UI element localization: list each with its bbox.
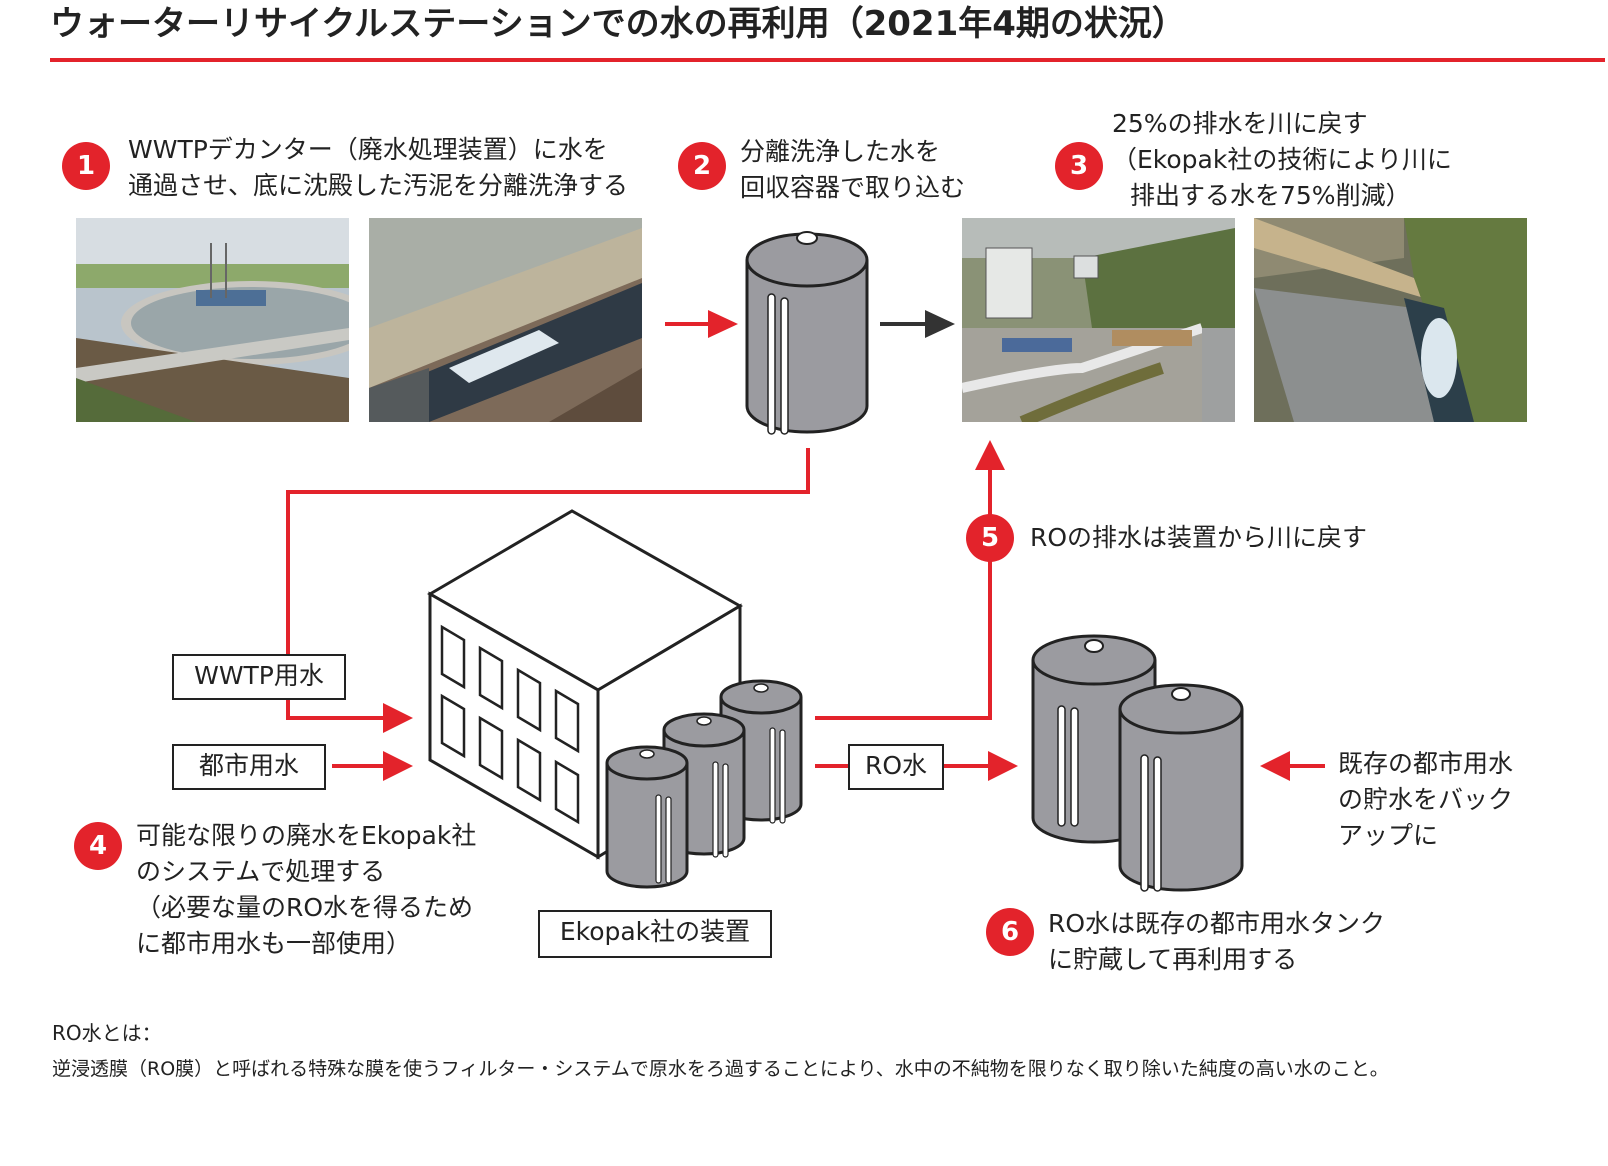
step-6-line: RO水は既存の都市用水タンク xyxy=(1048,909,1386,938)
backup-line: アップに xyxy=(1338,821,1439,850)
backup-line: 既存の都市用水 xyxy=(1338,749,1514,778)
step-3-line: （Ekopak社の技術により川に xyxy=(1112,145,1452,174)
arrow-to-collection-tank xyxy=(665,310,738,338)
step-3-line: 25%の排水を川に戻す xyxy=(1112,109,1368,138)
step-3-line: 排出する水を75%削減） xyxy=(1130,181,1411,210)
ekopak-equipment-label: Ekopak社の装置 xyxy=(538,910,772,958)
decanter-channel-photo xyxy=(369,218,642,422)
city-water-tank-icon xyxy=(1118,683,1244,892)
step-4-line: に都市用水も一部使用） xyxy=(136,929,412,958)
river-channel-photo xyxy=(1254,218,1527,422)
step-2-badge: 2 xyxy=(678,142,726,190)
step-6-text: RO水は既存の都市用水タンク に貯蔵して再利用する xyxy=(1048,906,1385,978)
ro-drain-flow-line xyxy=(815,440,1005,720)
city-water-flow-arrow xyxy=(332,751,413,781)
step-4-line: のシステムで処理する xyxy=(136,857,386,886)
footnote-heading: RO水とは： xyxy=(52,1021,162,1045)
step-3-text: 25%の排水を川に戻す （Ekopak社の技術により川に 排出する水を75%削減… xyxy=(1112,106,1452,214)
step-1-badge: 1 xyxy=(62,142,110,190)
step-4-line: （必要な量のRO水を得るため xyxy=(136,893,474,922)
step-4-badge: 4 xyxy=(74,822,122,870)
ekopak-small-tank-icon xyxy=(605,745,689,889)
backup-line: の貯水をバック xyxy=(1338,785,1514,814)
step-1-line: WWTPデカンター（廃水処理装置）に水を xyxy=(128,135,608,164)
step-4-text: 可能な限りの廃水をEkopak社 のシステムで処理する （必要な量のRO水を得る… xyxy=(136,818,476,962)
city-water-label: 都市用水 xyxy=(172,744,326,790)
step-6-line: に貯蔵して再利用する xyxy=(1048,945,1298,974)
step-1-line: 通過させ、底に沈殿した汚泥を分離洗浄する xyxy=(128,171,629,200)
step-5-line: ROの排水は装置から川に戻す xyxy=(1030,523,1368,552)
step-5-text: ROの排水は装置から川に戻す xyxy=(1030,520,1367,556)
step-1-text: WWTPデカンター（廃水処理装置）に水を 通過させ、底に沈殿した汚泥を分離洗浄す… xyxy=(128,132,628,204)
sedimentation-tank-photo xyxy=(76,218,349,422)
ro-water-label: RO水 xyxy=(848,744,944,790)
wwtp-water-flow-line xyxy=(286,448,810,733)
step-2-line: 回収容器で取り込む xyxy=(740,173,966,202)
backup-text: 既存の都市用水 の貯水をバック アップに xyxy=(1338,746,1513,854)
backup-flow-arrow xyxy=(1260,751,1325,781)
step-2-line: 分離洗浄した水を xyxy=(740,137,941,166)
step-4-line: 可能な限りの廃水をEkopak社 xyxy=(136,821,477,850)
river-outlet-equipment-photo xyxy=(962,218,1235,422)
page-title: ウォーターリサイクルステーションでの水の再利用（2021年4期の状況） xyxy=(50,4,1186,44)
step-2-text: 分離洗浄した水を 回収容器で取り込む xyxy=(740,134,965,206)
step-3-badge: 3 xyxy=(1055,142,1103,190)
wwtp-water-label: WWTP用水 xyxy=(172,654,346,700)
collection-tank-icon xyxy=(745,231,869,435)
ro-water-flow-arrow xyxy=(815,751,1018,781)
title-underline xyxy=(50,58,1605,62)
step-6-badge: 6 xyxy=(986,908,1034,956)
footnote-body: 逆浸透膜（RO膜）と呼ばれる特殊な膜を使うフィルター・システムで原水をろ過するこ… xyxy=(52,1058,1389,1080)
step-5-badge: 5 xyxy=(966,514,1014,562)
arrow-to-river-outlet xyxy=(880,310,955,338)
